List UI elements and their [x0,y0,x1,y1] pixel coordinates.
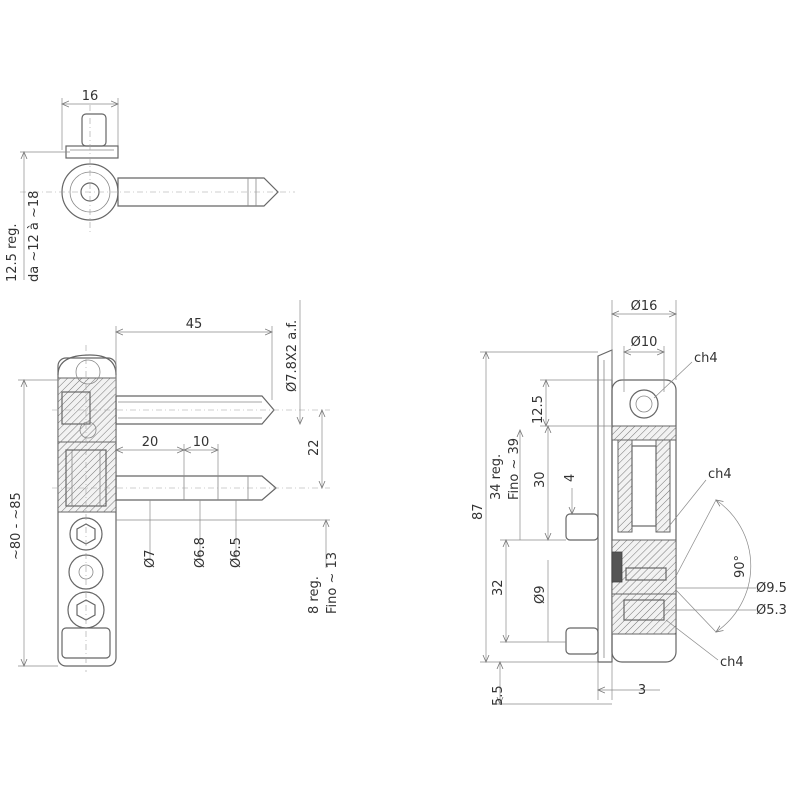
dim-22: 22 [307,439,322,456]
dim-reg-8: 8 reg. [307,576,322,614]
dim-12-5: 12.5 [531,395,546,424]
dim-d5-3: Ø5.3 [756,603,787,618]
dim-fino-13: Fino ~ 13 [325,552,340,614]
dim-fino-39: Fino ~ 39 [507,438,522,500]
dim-d9: Ø9 [533,585,548,604]
front-view: 45 Ø7.8X2 a.f. 20 10 22 Ø7 Ø6.8 Ø6.5 8 r… [9,300,340,672]
dim-height: ~80 - ~85 [9,492,24,560]
dim-45: 45 [186,317,203,332]
dim-pin-af: Ø7.8X2 a.f. [285,320,300,392]
top-dim-range: da ~12 à ~18 [27,191,42,282]
section-view: Ø16 Ø10 ch4 12.5 34 reg. Fino ~ 39 30 4 … [471,299,787,706]
dim-d6-8: Ø6.8 [193,537,208,568]
dim-30: 30 [533,471,548,488]
dim-34-reg: 34 reg. [489,454,504,500]
angle-90: 90° [733,555,748,578]
top-view: 16 12.5 reg. da ~12 à ~18 [5,89,295,282]
dim-d6-5: Ø6.5 [229,537,244,568]
dim-4: 4 [563,474,578,482]
dim-3: 3 [638,683,646,698]
top-dim-16: 16 [82,89,99,104]
ch4-mid: ch4 [708,467,732,482]
dim-d16: Ø16 [631,299,658,314]
dim-d10: Ø10 [631,335,658,350]
ch4-bottom: ch4 [720,655,744,670]
dim-d9-5: Ø9.5 [756,581,787,596]
ch4-top: ch4 [694,351,718,366]
dim-d7: Ø7 [143,549,158,568]
dim-20: 20 [142,435,159,450]
dim-5-5: 5.5 [491,685,506,706]
dim-10: 10 [193,435,210,450]
dim-32: 32 [491,579,506,596]
top-dim-reg: 12.5 reg. [5,223,20,282]
dim-87: 87 [471,503,486,520]
